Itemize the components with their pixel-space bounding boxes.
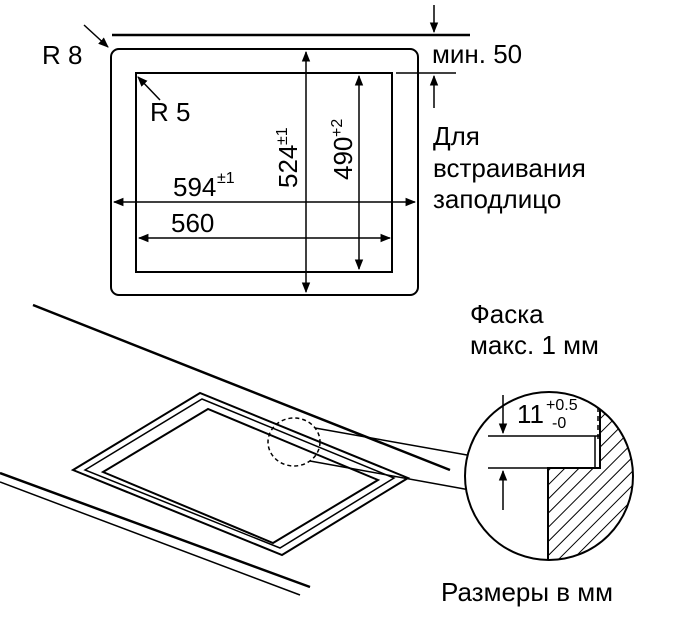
perspective-cutout-rebate: [83, 398, 396, 549]
detail-leader-top: [314, 427, 468, 456]
inner-cutout: [135, 72, 393, 273]
inner-radius-label: R 5: [150, 97, 190, 127]
flush-label-line2: встраивания: [433, 153, 586, 183]
outer-depth-tol: ±1: [274, 127, 291, 145]
outer-cutout: [110, 48, 419, 296]
perspective-view: [0, 303, 471, 596]
clearance-label: мин. 50: [432, 39, 522, 69]
outer-depth-value: 524: [273, 145, 303, 188]
recess-value: 11: [517, 399, 544, 429]
bevel-label-line2: макс. 1 мм: [470, 330, 599, 360]
worktop-front-edge-lower: [0, 481, 301, 596]
inner-radius-leader: [137, 76, 161, 101]
outer-radius-leader: [83, 24, 109, 48]
detail-circle: [267, 417, 321, 467]
flush-label-line1: Для: [433, 121, 480, 151]
worktop-front-edge: [0, 471, 311, 589]
outer-width-tol: ±1: [217, 170, 235, 187]
flush-label-line3: заподлицо: [433, 184, 561, 214]
detail-leader-bottom: [309, 460, 471, 491]
inner-width-value: 560: [171, 208, 214, 238]
worktop-back-edge: [32, 303, 451, 472]
outer-width-value: 594: [173, 172, 216, 202]
inner-depth-tol: +2: [329, 119, 346, 137]
recess-tol-lower: -0: [552, 415, 566, 432]
top-view: R 8 R 5 594 ±1 560 524 ±1 490 +2 мин. 50…: [42, 5, 586, 296]
units-note: Размеры в мм: [441, 577, 613, 607]
perspective-cutout-inner: [100, 407, 381, 545]
bevel-label-line1: Фаска: [470, 299, 544, 329]
recess-tol-upper: +0.5: [546, 397, 578, 414]
perspective-cutout-outer: [70, 391, 411, 557]
outer-radius-label: R 8: [42, 40, 82, 70]
inner-depth-value: 490: [328, 137, 358, 180]
zoom-detail: 11 +0.5 -0: [464, 391, 634, 561]
